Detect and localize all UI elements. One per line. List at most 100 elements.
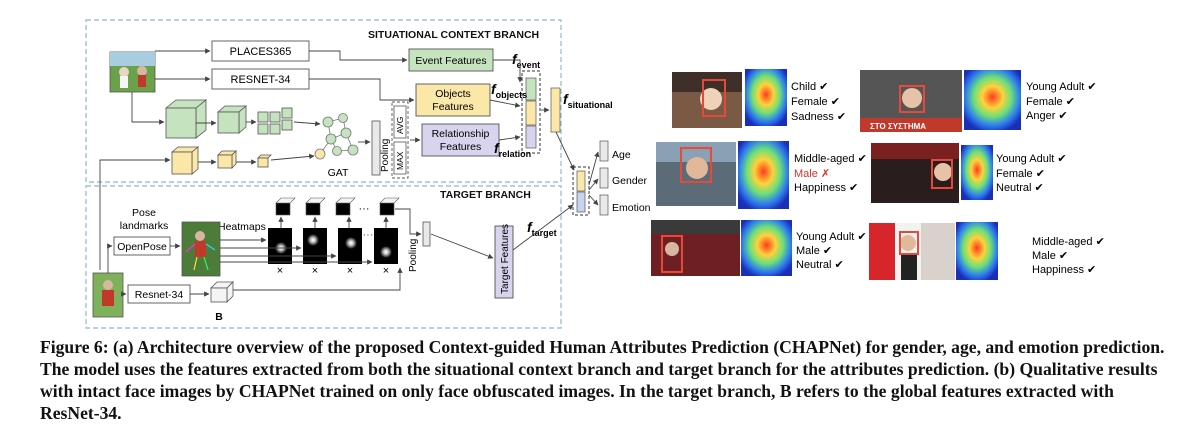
target-features-label: Target Features — [500, 224, 511, 294]
event-features-label: Event Features — [415, 55, 486, 67]
relationship-features-line2: Features — [440, 141, 481, 153]
f-target: ftarget — [527, 219, 557, 238]
result-banner: ΣΤΟ ΣΥΣΤΗΜΑ — [870, 122, 926, 131]
result-photo — [651, 220, 740, 276]
pose-landmarks-line2: landmarks — [120, 220, 168, 232]
heatmap-panel — [303, 228, 327, 264]
resnet34-target-label: Resnet-34 — [135, 289, 184, 301]
situational-branch-frame — [85, 19, 562, 183]
result-photo: ΣΤΟ ΣΥΣΤΗΜΑ — [860, 70, 962, 132]
chapnet-figure: SITUATIONAL CONTEXT BRANCH PLACES365 RES… — [85, 19, 1105, 329]
situational-vector — [550, 87, 561, 133]
figure-caption: Figure 6: (a) Architecture overview of t… — [40, 337, 1165, 423]
result-photo — [871, 143, 959, 203]
f-situational: fsituational — [563, 91, 613, 110]
objects-vector — [525, 100, 537, 126]
avg-label: AVG — [395, 117, 405, 134]
heatmap-panels — [268, 228, 398, 264]
multiply-sign: × — [277, 265, 283, 277]
result-heatmap — [956, 222, 998, 280]
global-feature-b-label: B — [215, 311, 223, 323]
result-photo — [656, 142, 736, 206]
result-label: Young Adult ✔ — [1026, 81, 1097, 93]
qualitative-results: Child ✔ Female ✔ Sadness ✔ ΣΤΟ ΣΥΣΤΗΜΑ Y… — [651, 69, 1105, 280]
output-head: Age Gender Emotion — [572, 140, 651, 216]
gender-head — [599, 167, 609, 189]
target-pooling-label: Pooling — [408, 239, 419, 272]
pose-image — [181, 221, 221, 277]
result-label: Child ✔ — [791, 81, 828, 93]
relation-cnn-stack — [170, 146, 272, 175]
multiply-sign: × — [347, 265, 353, 277]
situational-branch-title: SITUATIONAL CONTEXT BRANCH — [368, 29, 539, 41]
gat-graph — [314, 113, 359, 160]
result-label: Middle-aged ✔ — [1032, 236, 1105, 248]
result-label: Happiness ✔ — [794, 182, 858, 194]
situational-branch: SITUATIONAL CONTEXT BRANCH PLACES365 RES… — [85, 19, 613, 270]
result-heatmap — [961, 145, 993, 200]
situational-arrows — [99, 48, 550, 270]
avg-max-group — [391, 101, 409, 179]
result-label: Neutral ✔ — [996, 182, 1044, 194]
event-vector — [525, 77, 537, 101]
scene-image — [109, 51, 156, 93]
target-branch-title: TARGET BRANCH — [440, 189, 531, 201]
avg-box — [393, 105, 407, 139]
max-label: MAX — [395, 151, 405, 170]
target-features-box — [494, 225, 514, 299]
feature-cube-dots: ··· — [359, 203, 370, 215]
result-label: Female ✔ — [996, 168, 1045, 180]
result-heatmap — [745, 69, 787, 126]
result-label-wrong: Male ✗ — [794, 168, 830, 180]
fused-target — [576, 191, 586, 213]
heatmaps-label: Heatmaps — [218, 221, 266, 233]
result-heatmap — [964, 70, 1021, 130]
object-cnn-stack — [164, 99, 293, 139]
result-photo — [869, 223, 955, 280]
fused-situational — [576, 170, 586, 192]
result-label: Young Adult ✔ — [796, 231, 867, 243]
target-branch: TARGET BRANCH Pose landmarks Heatmaps Op… — [85, 131, 575, 329]
result-heatmap — [741, 220, 792, 276]
result-label: Anger ✔ — [1026, 110, 1068, 122]
result-label: Middle-aged ✔ — [794, 153, 867, 165]
f-relation: frelation — [494, 140, 531, 159]
emotion-head — [599, 194, 609, 216]
target-branch-frame — [85, 185, 562, 329]
max-box — [393, 141, 407, 175]
places365-label: PLACES365 — [230, 46, 292, 58]
multiply-sign: × — [383, 265, 389, 277]
global-feature-cube — [210, 281, 234, 303]
pose-landmarks-line1: Pose — [132, 207, 156, 219]
heatmap-feature-cubes — [275, 197, 400, 216]
result-label: Young Adult ✔ — [996, 153, 1067, 165]
result-label: Male ✔ — [796, 245, 832, 257]
result-label: Sadness ✔ — [791, 111, 846, 123]
output-age: Age — [612, 149, 631, 161]
gat-label: GAT — [328, 167, 349, 179]
result-label: Female ✔ — [791, 96, 840, 108]
fused-vector-group — [572, 166, 590, 216]
openpose-label: OpenPose — [117, 241, 167, 253]
result-label: Happiness ✔ — [1032, 264, 1096, 276]
situational-pooling-bar — [371, 120, 381, 176]
output-gender: Gender — [612, 175, 648, 187]
multiply-sign: × — [312, 265, 318, 277]
f-event: fevent — [512, 51, 540, 70]
objects-features-line1: Objects — [435, 88, 471, 100]
resnet34-label: RESNET-34 — [231, 74, 291, 86]
person-image — [92, 272, 124, 318]
objects-features-line2: Features — [432, 101, 473, 113]
result-label: Male ✔ — [1032, 250, 1068, 262]
relationship-features-line1: Relationship — [432, 128, 490, 140]
relation-vector — [525, 125, 537, 149]
output-emotion: Emotion — [612, 202, 651, 214]
result-photo — [672, 72, 742, 128]
heatmap-dots: ··· — [363, 229, 374, 241]
result-label: Neutral ✔ — [796, 259, 844, 271]
result-label: Female ✔ — [1026, 96, 1075, 108]
age-head — [599, 140, 609, 162]
situational-pooling-label: Pooling — [380, 139, 391, 172]
target-pooling-bar — [422, 221, 431, 247]
target-arrows — [107, 131, 575, 297]
